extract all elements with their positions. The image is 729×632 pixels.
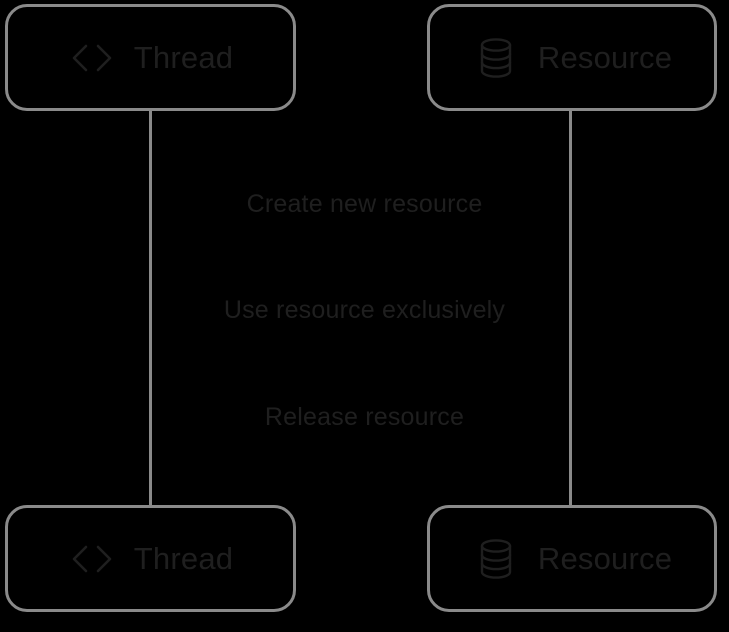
participant-label: Resource — [537, 40, 673, 75]
participant-resource-top[interactable]: Resource — [427, 4, 717, 111]
participant-label: Resource — [537, 541, 673, 576]
database-icon — [472, 34, 520, 82]
participant-thread-bottom[interactable]: Thread — [5, 505, 296, 612]
database-icon — [472, 535, 520, 583]
lifeline-thread — [149, 110, 152, 506]
participant-resource-bottom[interactable]: Resource — [427, 505, 717, 612]
participant-label: Thread — [133, 541, 234, 576]
lifeline-resource — [569, 110, 572, 506]
message-label-release-resource: Release resource — [264, 403, 465, 431]
participant-label: Thread — [133, 40, 234, 75]
message-label-use-resource-exclusively: Use resource exclusively — [223, 296, 506, 324]
participant-thread-top[interactable]: Thread — [5, 4, 296, 111]
message-label-create-new-resource: Create new resource — [246, 190, 483, 218]
code-brackets-icon — [68, 34, 116, 82]
code-brackets-icon — [68, 535, 116, 583]
